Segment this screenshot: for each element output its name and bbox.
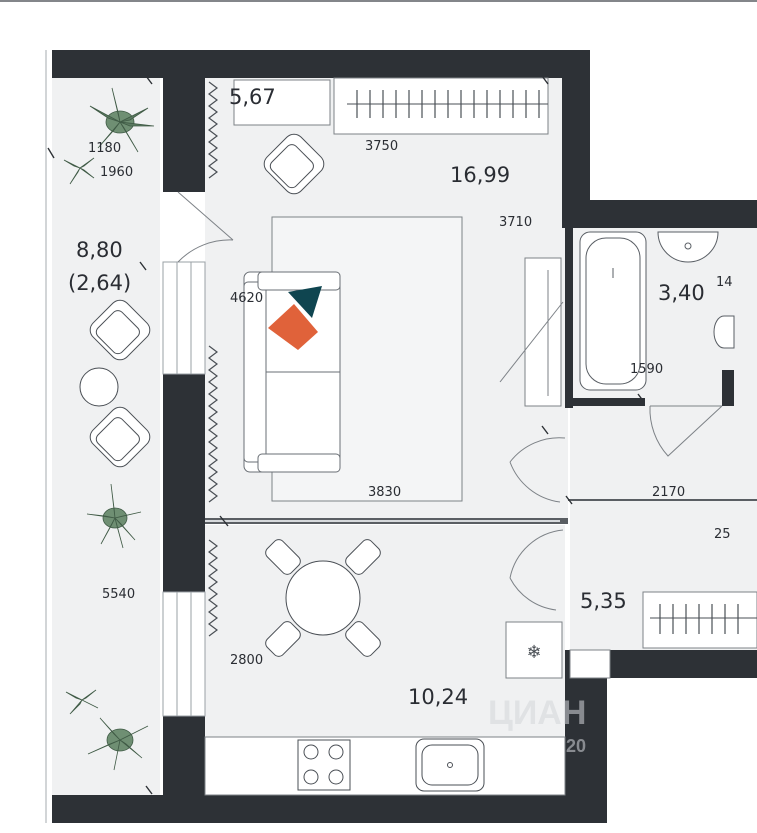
hall-area: 5,35	[580, 589, 627, 613]
bathroom-sink	[657, 231, 719, 263]
kitchen-counter	[204, 736, 566, 796]
curtain-kitchen	[208, 539, 218, 637]
dim-1590: 1590	[630, 362, 663, 377]
dim-14: 14	[716, 275, 733, 290]
svg-text:20: 20	[566, 736, 586, 756]
balcony-reduced-area: (2,64)	[68, 271, 131, 295]
desk	[233, 79, 331, 126]
dim-3750: 3750	[365, 139, 398, 154]
dim-5540: 5540	[102, 587, 135, 602]
plant-icon	[63, 87, 155, 771]
svg-text:❄: ❄	[526, 642, 541, 663]
dim-2170: 2170	[652, 485, 685, 500]
bathroom-area: 3,40	[658, 281, 705, 305]
walls	[52, 50, 757, 823]
living-room-area: 16,99	[450, 163, 510, 187]
cushion-orange	[268, 304, 318, 350]
armchair-living	[263, 133, 325, 195]
dim-2800: 2800	[230, 653, 263, 668]
dim-1960: 1960	[100, 165, 133, 180]
dining-chairs	[265, 539, 381, 657]
cushion-teal	[288, 286, 322, 318]
room-labels: 5,67 16,99 8,80 (2,64) 3,40 10,24 5,35	[68, 85, 705, 709]
tv-cabinet	[499, 257, 564, 407]
wardrobe-living	[333, 77, 549, 135]
svg-text:ЦИАН: ЦИАН	[488, 694, 586, 732]
balcony-glazing	[162, 261, 206, 717]
dim-25: 25	[714, 527, 731, 542]
hall-niche	[569, 649, 611, 679]
dim-3830: 3830	[368, 485, 401, 500]
bathtub	[579, 231, 647, 391]
toilet	[713, 315, 735, 349]
balcony-armchairs	[89, 299, 151, 468]
dim-4620: 4620	[230, 291, 263, 306]
dimension-labels: 1180 1960 3750 3710 4620 3830 1590 2170 …	[88, 139, 733, 668]
balcony-area: 8,80	[76, 238, 123, 262]
dim-3710: 3710	[499, 215, 532, 230]
bathroom-door[interactable]	[649, 405, 723, 457]
balcony-door[interactable]	[177, 191, 234, 263]
hall-door[interactable]	[509, 437, 566, 611]
watermark: ЦИАН 20	[488, 694, 586, 756]
balcony-side-table	[79, 367, 119, 407]
wardrobe-hall	[642, 591, 757, 649]
dimension-ticks	[47, 75, 645, 795]
kitchen-area: 10,24	[408, 685, 468, 709]
sofa	[243, 271, 341, 473]
curtain-middle	[208, 345, 218, 503]
dining-table	[285, 560, 361, 636]
room-small-area: 5,67	[229, 85, 276, 109]
fridge: ❄	[505, 621, 563, 679]
curtain-top	[208, 81, 218, 179]
dim-1180: 1180	[88, 141, 121, 156]
